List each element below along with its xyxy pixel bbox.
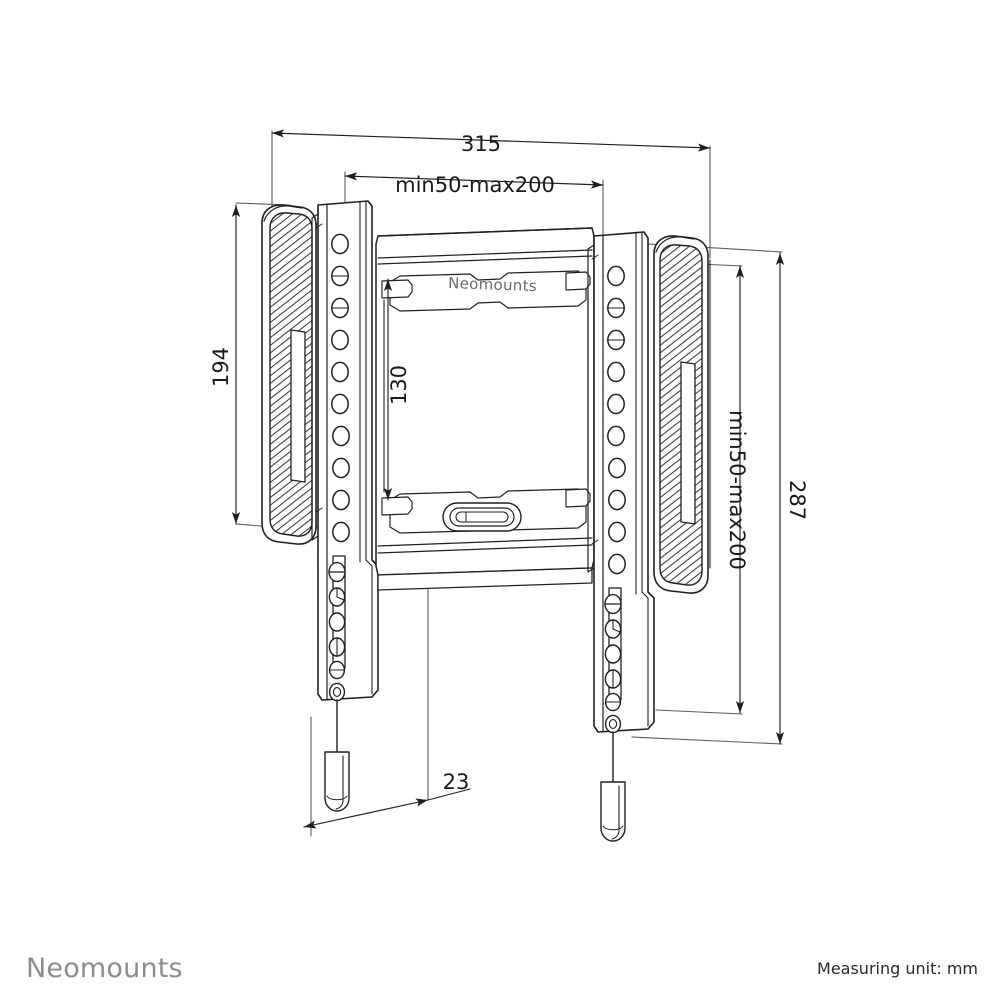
dim-label-287: 287 (785, 480, 809, 520)
measuring-unit-label: Measuring unit: mm (817, 958, 978, 978)
left-release-pull-tab (324, 699, 350, 812)
product-logo-text: Neomounts (448, 274, 537, 295)
spirit-bubble-level (442, 502, 522, 532)
dim-line-315 (271, 129, 711, 152)
dim-label-top-range: min50-max200 (395, 173, 555, 197)
dimension-lines (231, 129, 785, 829)
left-hatched-wall-pad (261, 204, 320, 545)
brand-wordmark: Neomounts (26, 952, 183, 984)
dim-label-right-range: min50-max200 (725, 410, 749, 570)
dim-label-23: 23 (443, 770, 470, 794)
dim-line-top-range (344, 172, 604, 189)
dim-label-194: 194 (209, 347, 233, 387)
right-hatched-wall-pad (653, 235, 711, 594)
dim-label-130: 130 (387, 365, 411, 405)
left-vertical-mounting-rail (311, 200, 379, 702)
right-vertical-mounting-rail (587, 231, 655, 734)
center-wall-plate (375, 227, 595, 591)
dim-label-315: 315 (461, 132, 501, 156)
left-rail-hole-column-upper (331, 233, 350, 543)
footer: Neomounts Measuring unit: mm (0, 940, 1004, 1004)
right-rail-hole-column-lower (604, 593, 622, 734)
right-release-pull-tab (600, 731, 626, 842)
dim-line-23 (303, 798, 429, 829)
right-rail-hole-column-upper (607, 265, 626, 575)
